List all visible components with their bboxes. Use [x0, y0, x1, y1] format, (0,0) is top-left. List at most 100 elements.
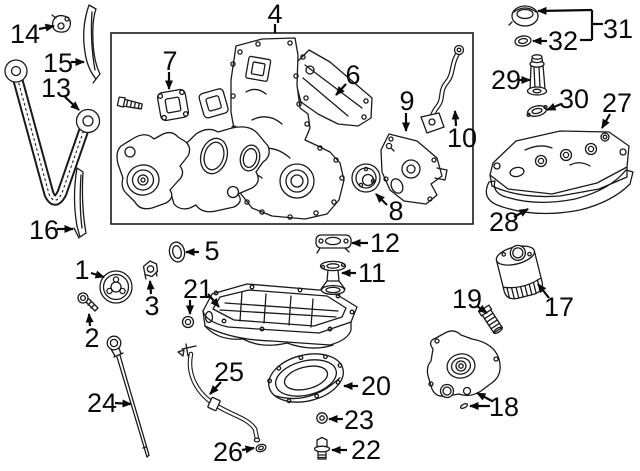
- callout-label-17: 17: [544, 292, 574, 322]
- pan-oring-drawing: [181, 315, 195, 329]
- oil-filler-tube-drawing: [526, 54, 548, 96]
- callout-label-29: 29: [491, 65, 521, 95]
- tube-oring-drawing: [255, 443, 267, 453]
- crank-rotor-seal-drawing: [351, 163, 381, 193]
- callout-18: 18: [469, 392, 519, 422]
- callout-label-10: 10: [447, 123, 477, 153]
- callout-32: 32: [532, 26, 578, 56]
- callout-label-28: 28: [489, 207, 519, 237]
- oil-strainer-drawing: [319, 260, 347, 296]
- callout-label-23: 23: [344, 405, 374, 435]
- dipstick-guide-tube-drawing: [177, 343, 261, 443]
- oil-filler-cap-drawing: [508, 5, 539, 27]
- callout-2: 2: [84, 313, 100, 353]
- callout-label-8: 8: [388, 196, 403, 226]
- chain-guide-upper-drawing: [83, 4, 101, 84]
- callout-label-20: 20: [361, 371, 391, 401]
- callout-label-24: 24: [87, 388, 117, 418]
- camshaft-seal-drawing: [168, 241, 186, 263]
- callout-16: 16: [29, 215, 74, 245]
- upper-oil-pan-drawing: [202, 283, 358, 349]
- callout-label-21: 21: [183, 274, 213, 304]
- drain-plug-gasket-drawing: [316, 412, 328, 424]
- callout-14: 14: [10, 19, 55, 49]
- callout-10: 10: [447, 110, 477, 153]
- callout-22: 22: [331, 435, 381, 465]
- valve-cover-gasket-drawing: [485, 169, 634, 215]
- oil-pump-drawing: [380, 133, 448, 205]
- callout-17: 17: [537, 283, 574, 322]
- callout-label-26: 26: [213, 437, 243, 467]
- callout-31: 31: [537, 6, 633, 44]
- callout-3: 3: [144, 280, 160, 321]
- bracket-pin-drawing: [459, 402, 469, 410]
- callout-25: 25: [209, 357, 244, 395]
- mount-bolt-drawing: [116, 96, 143, 110]
- callout-label-14: 14: [10, 19, 40, 49]
- callout-layer: 1234567891011121314151617181920212223242…: [10, 0, 633, 467]
- callout-label-15: 15: [43, 48, 73, 78]
- callout-23: 23: [328, 405, 374, 435]
- callout-label-22: 22: [351, 435, 381, 465]
- callout-label-19: 19: [452, 284, 482, 314]
- callout-7: 7: [162, 46, 178, 90]
- callout-label-27: 27: [602, 88, 632, 118]
- lower-oil-pan-drawing: [267, 353, 344, 404]
- callout-label-32: 32: [548, 26, 578, 56]
- cap-gasket-drawing: [514, 35, 532, 47]
- callout-26: 26: [213, 437, 255, 467]
- callout-4: 4: [267, 0, 283, 33]
- callout-30: 30: [546, 84, 589, 114]
- callout-label-3: 3: [144, 291, 159, 321]
- timing-chain-drawing: [4, 59, 101, 206]
- callout-label-16: 16: [29, 215, 59, 245]
- callout-5: 5: [185, 236, 220, 266]
- callout-label-4: 4: [267, 0, 282, 29]
- callout-27: 27: [601, 88, 632, 129]
- crank-nut-drawing: [142, 260, 159, 280]
- callout-20: 20: [343, 371, 391, 401]
- callout-19: 19: [452, 284, 488, 314]
- callout-label-13: 13: [41, 73, 71, 103]
- callout-29: 29: [491, 65, 531, 95]
- callout-label-31: 31: [603, 14, 633, 44]
- callout-15: 15: [43, 48, 85, 78]
- strainer-gasket-drawing: [315, 234, 352, 254]
- callout-label-11: 11: [358, 258, 386, 288]
- crankshaft-pulley-drawing: [99, 270, 133, 304]
- detail-box-frame: [110, 32, 474, 225]
- oil-filter-drawing: [495, 244, 544, 300]
- callout-24: 24: [87, 388, 132, 418]
- cover-gasket-drawing: [156, 88, 190, 122]
- callout-8: 8: [375, 193, 404, 226]
- pulley-bolt-drawing: [77, 292, 99, 312]
- callout-label-7: 7: [162, 46, 177, 76]
- callout-label-2: 2: [84, 323, 99, 353]
- callout-label-9: 9: [399, 86, 414, 116]
- chain-tensioner-drawing: [51, 14, 72, 33]
- engine-stay-drawing: [294, 49, 373, 127]
- callout-label-6: 6: [345, 60, 360, 90]
- callout-6: 6: [335, 60, 361, 96]
- drain-plug-drawing: [313, 436, 331, 460]
- callout-1: 1: [74, 255, 105, 285]
- valve-cover-drawing: [489, 130, 630, 198]
- oil-filter-bracket-drawing: [426, 330, 501, 399]
- callout-label-18: 18: [489, 392, 519, 422]
- square-gasket-drawing: [198, 88, 229, 119]
- filler-gasket-drawing: [526, 104, 548, 118]
- timing-cover-drawing: [230, 37, 345, 220]
- callout-label-5: 5: [204, 236, 219, 266]
- callout-label-1: 1: [74, 255, 89, 285]
- callout-11: 11: [341, 258, 386, 288]
- callout-label-25: 25: [214, 357, 244, 387]
- callout-28: 28: [489, 207, 529, 237]
- callout-12: 12: [351, 228, 400, 258]
- callout-label-12: 12: [370, 228, 400, 258]
- callout-label-30: 30: [559, 84, 589, 114]
- callout-21: 21: [183, 274, 220, 315]
- chain-guide-lower-drawing: [73, 167, 87, 239]
- oil-level-tube-drawing: [420, 44, 465, 134]
